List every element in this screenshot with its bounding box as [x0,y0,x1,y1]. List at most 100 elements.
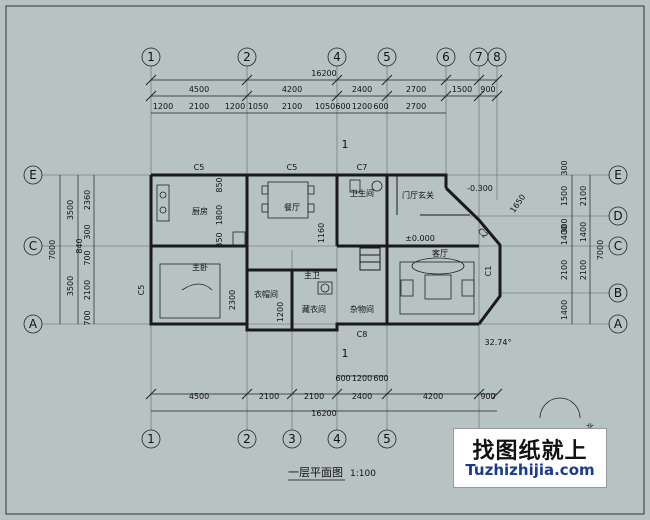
dim-left-mid: 3500 [66,200,75,220]
dim-top-row1: 1200 [352,102,372,111]
room-living: 客厅 [432,248,448,258]
dim-right-inner: 2100 [579,260,588,280]
room-storage: 杂物间 [350,304,374,314]
dim-top-row1: 1200 [225,102,245,111]
dim-left-inner: 300 [83,224,92,239]
dim-top-row2: 2700 [406,85,426,94]
room-dining: 餐厅 [284,203,300,212]
dim-right-mid: 1400 [560,225,569,245]
dim-left-inner: 700 [83,250,92,265]
axis-label-1: 1 [147,50,155,64]
angle-label: 32.74° [485,338,512,347]
dim-top-row1: 1050 [315,102,335,111]
dim-bottom-total: 16200 [311,409,336,418]
axis-label-6: 6 [442,50,450,64]
axis-label-8: 8 [493,50,501,64]
axis-label-e-right: E [614,168,622,182]
dim-2300: 2300 [228,290,237,310]
dim-bottom-row2: 4500 [189,392,209,401]
dim-right-mid: 300 [560,218,569,233]
dim-1200: 1200 [276,302,285,322]
section-mark-top: 1 [342,138,349,151]
axis-label-d-right: D [613,209,622,223]
axis-label-c-left: C [29,239,37,253]
dim-right-inner: 2100 [579,186,588,206]
axis-label-5-bottom: 5 [383,432,391,446]
room-bathroom-top: 卫生间 [350,188,374,198]
dim-top-row1: 1200 [153,102,173,111]
drawing-scale: 1:100 [350,469,376,479]
dim-top-row1: 2100 [189,102,209,111]
axis-label-e-left: E [29,168,37,182]
dim-left-inner: 700 [83,310,92,325]
dim-left-inner: 840 [75,238,84,253]
axis-label-4-bottom: 4 [333,432,341,446]
window-label-c1: C1 [484,266,493,277]
dim-top-row1: 2700 [406,102,426,111]
dim-top-row2: 4200 [282,85,302,94]
dim-bottom-row2: 2100 [259,392,279,401]
axis-label-c-right: C [614,239,622,253]
axis-label-2: 2 [243,50,251,64]
watermark-cn: 找图纸就上 [472,439,588,464]
window-label-c8: C8 [357,330,368,339]
axis-label-5: 5 [383,50,391,64]
axis-label-1-bottom: 1 [147,432,155,446]
dim-right-mid: 300 [560,160,569,175]
dim-top-row1: 1050 [248,102,268,111]
axis-label-3-bottom: 3 [288,432,296,446]
dim-850: 850 [215,177,224,192]
room-kitchen: 厨房 [192,206,208,216]
dim-top-row2: 2400 [352,85,372,94]
dim-left-inner: 2360 [83,190,92,210]
dim-1650: 1650 [508,193,527,215]
axis-label-7: 7 [475,50,483,64]
axis-bubbles [23,47,628,449]
dim-top-total: 16200 [311,69,336,78]
building-walls [149,173,502,332]
axis-grid [42,66,610,430]
section-mark-bottom: 1 [342,347,349,360]
room-foyer: 门厅玄关 [402,190,434,200]
watermark-box: 找图纸就上 Tuzhizhijia.com [453,428,607,488]
dim-right-outer: 7000 [596,240,605,260]
dim-bottom-row1: 600 [335,374,350,383]
axis-label-a-left: A [29,317,38,331]
elevation-zero: ±0.000 [405,234,435,243]
dim-left-inner: 2100 [83,280,92,300]
dim-top-row2: 1500 [452,85,472,94]
dim-top-row2: 900 [480,85,495,94]
dim-bottom-row2: 4200 [423,392,443,401]
dim-right-mid: 2100 [560,260,569,280]
axis-label-a-right: A [614,317,623,331]
dim-top-row1: 600 [335,102,350,111]
axis-label-4: 4 [333,50,341,64]
dim-1800: 1800 [215,205,224,225]
dim-right-inner: 1400 [579,222,588,242]
dim-bottom-row1: 600 [373,374,388,383]
room-closet: 衣帽间 [254,289,278,299]
dim-350: 350 [215,232,224,247]
window-label-c5: C5 [194,163,205,172]
window-label-c5: C5 [137,285,146,296]
dim-bottom-row2: 2400 [352,392,372,401]
room-laundry: 藏衣间 [302,304,326,314]
watermark-en: Tuzhizhijia.com [465,461,595,479]
furniture [156,179,475,319]
elevation-minus: -0.300 [467,184,493,193]
room-master-bedroom: 主卧 [192,262,208,272]
axis-label-2-bottom: 2 [243,432,251,446]
dim-top-row2: 4500 [189,85,209,94]
window-label-c7: C7 [357,163,368,172]
axis-label-b-right: B [614,286,622,300]
dim-right-mid: 1400 [560,300,569,320]
room-master-bath: 主卫 [304,270,320,280]
north-label: 北 [586,423,594,432]
dim-bottom-row1: 1200 [352,374,372,383]
dim-top-row1: 600 [373,102,388,111]
dim-left-outer: 7000 [48,240,57,260]
dim-bottom-row2: 900 [480,392,495,401]
window-label-c5: C5 [287,163,298,172]
drawing-title: 一层平面图 [288,466,343,479]
